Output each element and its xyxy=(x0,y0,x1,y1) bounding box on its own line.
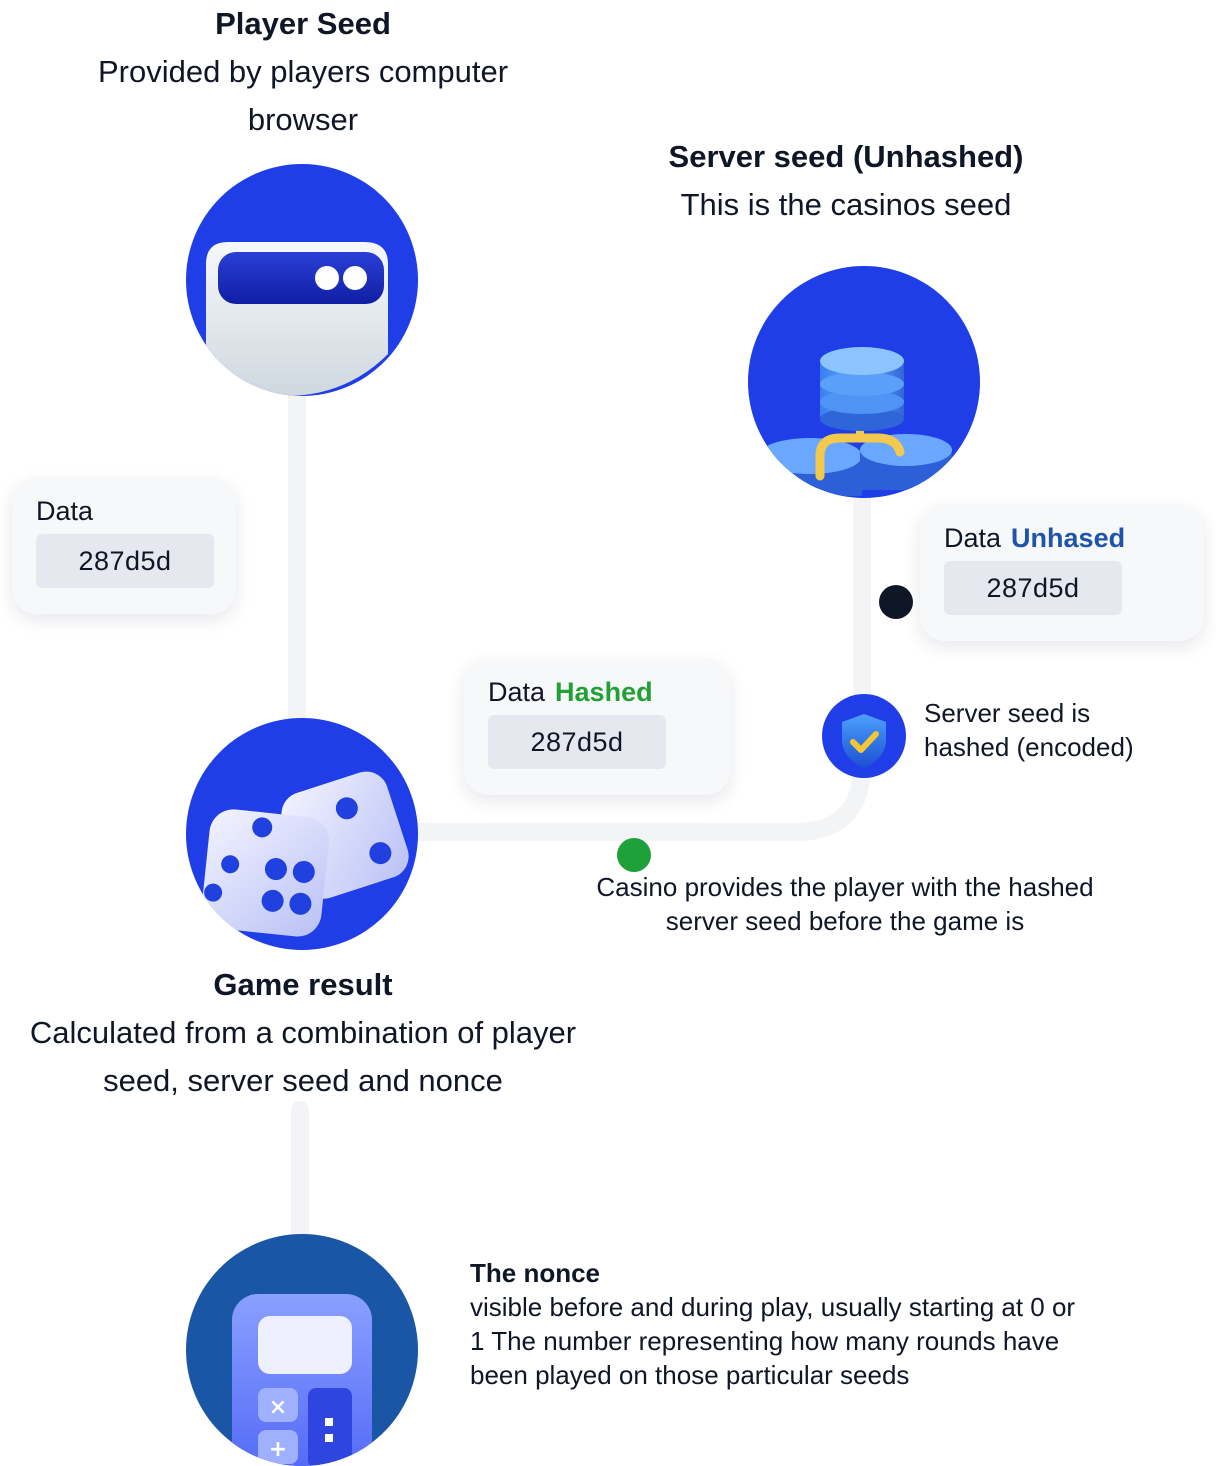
nonce-title: The nonce xyxy=(470,1258,601,1288)
nonce-text: visible before and during play, usually … xyxy=(470,1292,1076,1390)
nonce-circle: × + xyxy=(186,1234,418,1466)
hashed-badge: Hashed xyxy=(555,677,653,707)
game-result-title: Game result xyxy=(213,967,393,1002)
player-seed-subtitle: Provided by players computer browser xyxy=(97,54,509,137)
server-seed-title: Server seed (Unhashed) xyxy=(668,139,1024,174)
hashed-data-card: Data Hashed 287d5d xyxy=(464,659,730,795)
dice-icon xyxy=(201,771,409,937)
server-data-word: Data xyxy=(944,523,1002,553)
hash-step-note: Server seed is hashed (encoded) xyxy=(924,698,1134,762)
nonce-description: The nonce visible before and during play… xyxy=(470,1256,1090,1392)
player-seed-title: Player Seed xyxy=(215,6,391,41)
hash-step-circle xyxy=(822,694,906,778)
svg-text:×: × xyxy=(269,1395,287,1420)
server-data-value: 287d5d xyxy=(944,561,1122,615)
step-dot-unhashed xyxy=(879,585,913,619)
hashed-data-word: Data xyxy=(488,677,546,707)
casino-note: Casino provides the player with the hash… xyxy=(596,872,1094,936)
game-result-subtitle: Calculated from a combination of player … xyxy=(29,1015,577,1098)
server-seed-heading: Server seed (Unhashed) This is the casin… xyxy=(600,133,1092,229)
shield-check-icon xyxy=(842,714,886,768)
browser-window-icon xyxy=(206,242,388,396)
player-data-value: 287d5d xyxy=(36,534,214,588)
calculator-icon: × + xyxy=(232,1294,372,1466)
game-result-circle xyxy=(186,718,418,950)
player-seed-heading: Player Seed Provided by players computer… xyxy=(60,0,546,144)
database-server-icon xyxy=(758,347,952,496)
hashed-data-label: Data Hashed xyxy=(488,677,653,708)
unhashed-badge: Unhased xyxy=(1011,523,1126,553)
player-data-label: Data xyxy=(36,496,94,526)
server-seed-subtitle: This is the casinos seed xyxy=(680,187,1012,222)
server-unhashed-card: Data Unhased 287d5d xyxy=(920,505,1204,641)
player-seed-circle xyxy=(186,164,418,396)
step-dot-hashed xyxy=(617,838,651,872)
game-result-heading: Game result Calculated from a combinatio… xyxy=(20,961,586,1105)
player-data-card: Data 287d5d xyxy=(12,478,236,614)
hashed-data-value: 287d5d xyxy=(488,715,666,769)
server-data-label: Data Unhased xyxy=(944,523,1125,554)
server-seed-circle xyxy=(748,266,980,498)
svg-text:+: + xyxy=(269,1437,287,1462)
